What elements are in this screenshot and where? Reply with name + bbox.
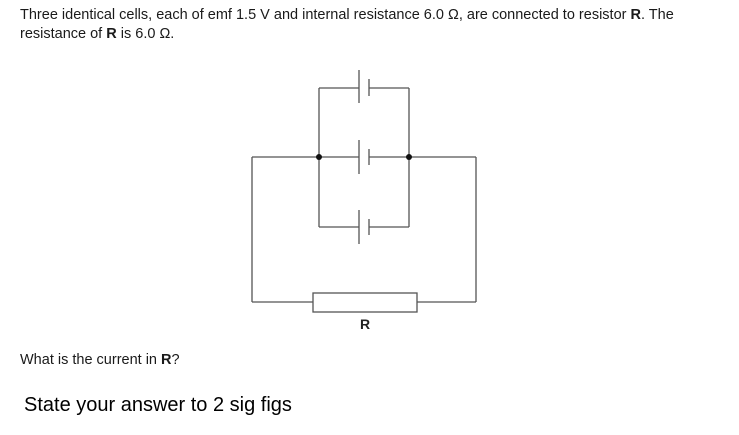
resistor-label: R bbox=[360, 316, 370, 332]
prompt-text: What is the current in R? bbox=[20, 352, 180, 368]
prompt-prefix: What is the current in bbox=[20, 352, 162, 368]
question-part-2: . The resistance of bbox=[20, 7, 674, 42]
question-r-2: R bbox=[106, 26, 117, 42]
question-text: Three identical cells, each of emf 1.5 V… bbox=[20, 6, 720, 44]
question-part-1: Three identical cells, each of emf 1.5 V… bbox=[20, 7, 631, 23]
prompt-suffix: ? bbox=[171, 352, 180, 368]
question-r-1: R bbox=[630, 7, 641, 23]
left-junction-dot bbox=[316, 154, 322, 160]
prompt-r: R bbox=[161, 352, 172, 368]
instruction-text: State your answer to 2 sig figs bbox=[24, 394, 292, 416]
resistor-r bbox=[312, 292, 418, 313]
right-junction-dot bbox=[406, 154, 412, 160]
question-part-3: is 6.0 Ω. bbox=[116, 26, 175, 42]
